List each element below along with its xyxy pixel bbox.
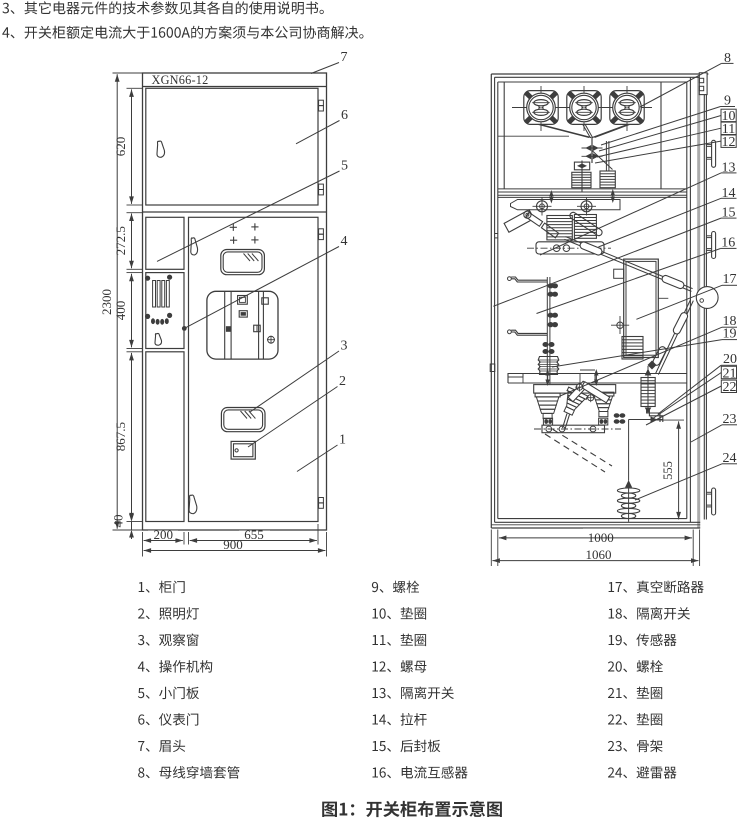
svg-text:13: 13 — [722, 160, 736, 175]
svg-text:19: 19 — [723, 327, 737, 342]
svg-text:18: 18 — [723, 314, 737, 329]
svg-text:23: 23 — [723, 412, 737, 427]
svg-text:4: 4 — [341, 234, 348, 249]
svg-text:867.5: 867.5 — [113, 422, 128, 451]
svg-text:11: 11 — [722, 122, 735, 137]
svg-text:XGN66-12: XGN66-12 — [152, 73, 209, 87]
svg-text:7: 7 — [341, 50, 348, 65]
svg-text:5: 5 — [341, 158, 348, 173]
svg-text:2300: 2300 — [99, 289, 114, 315]
svg-text:16: 16 — [721, 235, 735, 250]
svg-text:6: 6 — [341, 108, 348, 123]
svg-text:21: 21 — [723, 366, 737, 381]
svg-text:400: 400 — [113, 301, 128, 321]
svg-text:12: 12 — [722, 135, 736, 150]
svg-text:1000: 1000 — [588, 530, 614, 545]
svg-text:14: 14 — [722, 186, 736, 201]
svg-text:8: 8 — [724, 51, 731, 66]
svg-text:1: 1 — [339, 432, 346, 447]
svg-text:200: 200 — [154, 527, 174, 542]
svg-text:900: 900 — [223, 537, 243, 552]
svg-text:17: 17 — [723, 272, 737, 287]
svg-text:9: 9 — [724, 94, 731, 109]
svg-text:655: 655 — [244, 527, 264, 542]
svg-text:40: 40 — [111, 515, 126, 528]
svg-text:10: 10 — [722, 109, 736, 124]
svg-text:272.5: 272.5 — [113, 226, 128, 255]
svg-text:24: 24 — [723, 451, 737, 466]
svg-text:555: 555 — [661, 461, 675, 480]
svg-text:1060: 1060 — [586, 547, 612, 562]
svg-text:620: 620 — [113, 137, 128, 157]
svg-text:15: 15 — [722, 206, 736, 221]
svg-text:22: 22 — [723, 380, 737, 395]
svg-text:2: 2 — [339, 374, 346, 389]
svg-text:3: 3 — [341, 338, 348, 353]
svg-text:20: 20 — [723, 352, 737, 367]
